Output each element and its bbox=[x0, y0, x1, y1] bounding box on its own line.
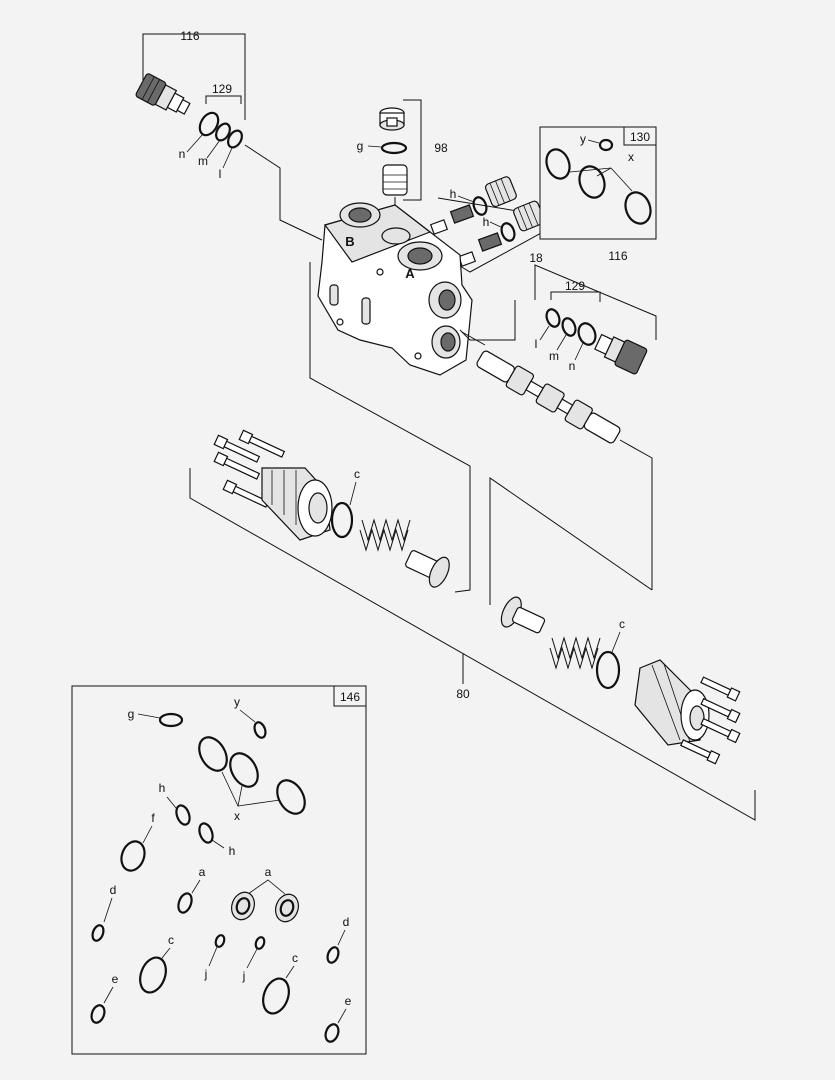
plug-assembly-116-right: 116 129 l m n bbox=[459, 249, 657, 375]
callout-129-right: 129 bbox=[565, 279, 585, 293]
relief-cartridge-98: 98 g bbox=[357, 99, 448, 232]
seal-kit-130: 130 y x bbox=[539, 126, 657, 240]
kit-146-f: f bbox=[151, 811, 155, 825]
callout-h-top1: h bbox=[450, 187, 457, 201]
callout-m-top: m bbox=[198, 154, 208, 168]
kit-146-h1: h bbox=[159, 781, 166, 795]
port-label-b: B bbox=[345, 234, 354, 249]
callout-m-right: m bbox=[549, 349, 559, 363]
callout-g-top: g bbox=[357, 139, 364, 153]
callout-h-top2: h bbox=[483, 215, 490, 229]
kit-146-h2: h bbox=[229, 844, 236, 858]
valve-body: B A bbox=[317, 202, 473, 376]
callout-n-top: n bbox=[179, 147, 186, 161]
kit-146-d1: d bbox=[110, 883, 117, 897]
callout-l-right: l bbox=[535, 337, 538, 351]
kit-146-x: x bbox=[234, 809, 240, 823]
end-cap-left: c bbox=[213, 262, 471, 593]
callout-c-left: c bbox=[354, 467, 360, 481]
seal-kit-146: 146 g y x h h f a a bbox=[71, 685, 367, 1055]
kit-146-j2: j bbox=[242, 969, 246, 983]
callout-116-right: 116 bbox=[608, 249, 627, 263]
kit-146-d2: d bbox=[343, 915, 350, 929]
callout-18: 18 bbox=[529, 251, 543, 265]
kit-146-j1: j bbox=[204, 967, 208, 981]
kit-146-label: 146 bbox=[340, 690, 360, 704]
spring-right bbox=[549, 636, 601, 670]
kit-146-e1: e bbox=[112, 972, 119, 986]
kit-146-c1: c bbox=[168, 933, 174, 947]
callout-bracket-80: 80 bbox=[189, 468, 756, 821]
kit-146-a1: a bbox=[199, 865, 206, 879]
callout-98: 98 bbox=[434, 141, 448, 155]
spool bbox=[461, 331, 653, 590]
callout-l-top: l bbox=[219, 167, 222, 181]
kit-146-y: y bbox=[234, 695, 240, 709]
kit-146-c2: c bbox=[292, 951, 298, 965]
kit-130-x: x bbox=[628, 150, 634, 164]
callout-80: 80 bbox=[456, 687, 470, 701]
callout-c-right: c bbox=[619, 617, 625, 631]
spring-left bbox=[359, 518, 411, 552]
end-cap-right: c bbox=[489, 477, 741, 765]
port-label-a: A bbox=[405, 266, 415, 281]
kit-146-e2: e bbox=[345, 994, 352, 1008]
kit-130-label: 130 bbox=[630, 130, 650, 144]
kit-146-a2: a bbox=[265, 865, 272, 879]
callout-129-top: 129 bbox=[212, 82, 232, 96]
plug-assembly-116-top: 116 129 n m l bbox=[135, 29, 323, 241]
kit-130-y: y bbox=[580, 132, 586, 146]
callout-n-right: n bbox=[569, 359, 576, 373]
callout-116-top: 116 bbox=[180, 29, 199, 43]
check-valves-18: 18 h h bbox=[429, 176, 567, 273]
kit-146-g: g bbox=[128, 707, 135, 721]
